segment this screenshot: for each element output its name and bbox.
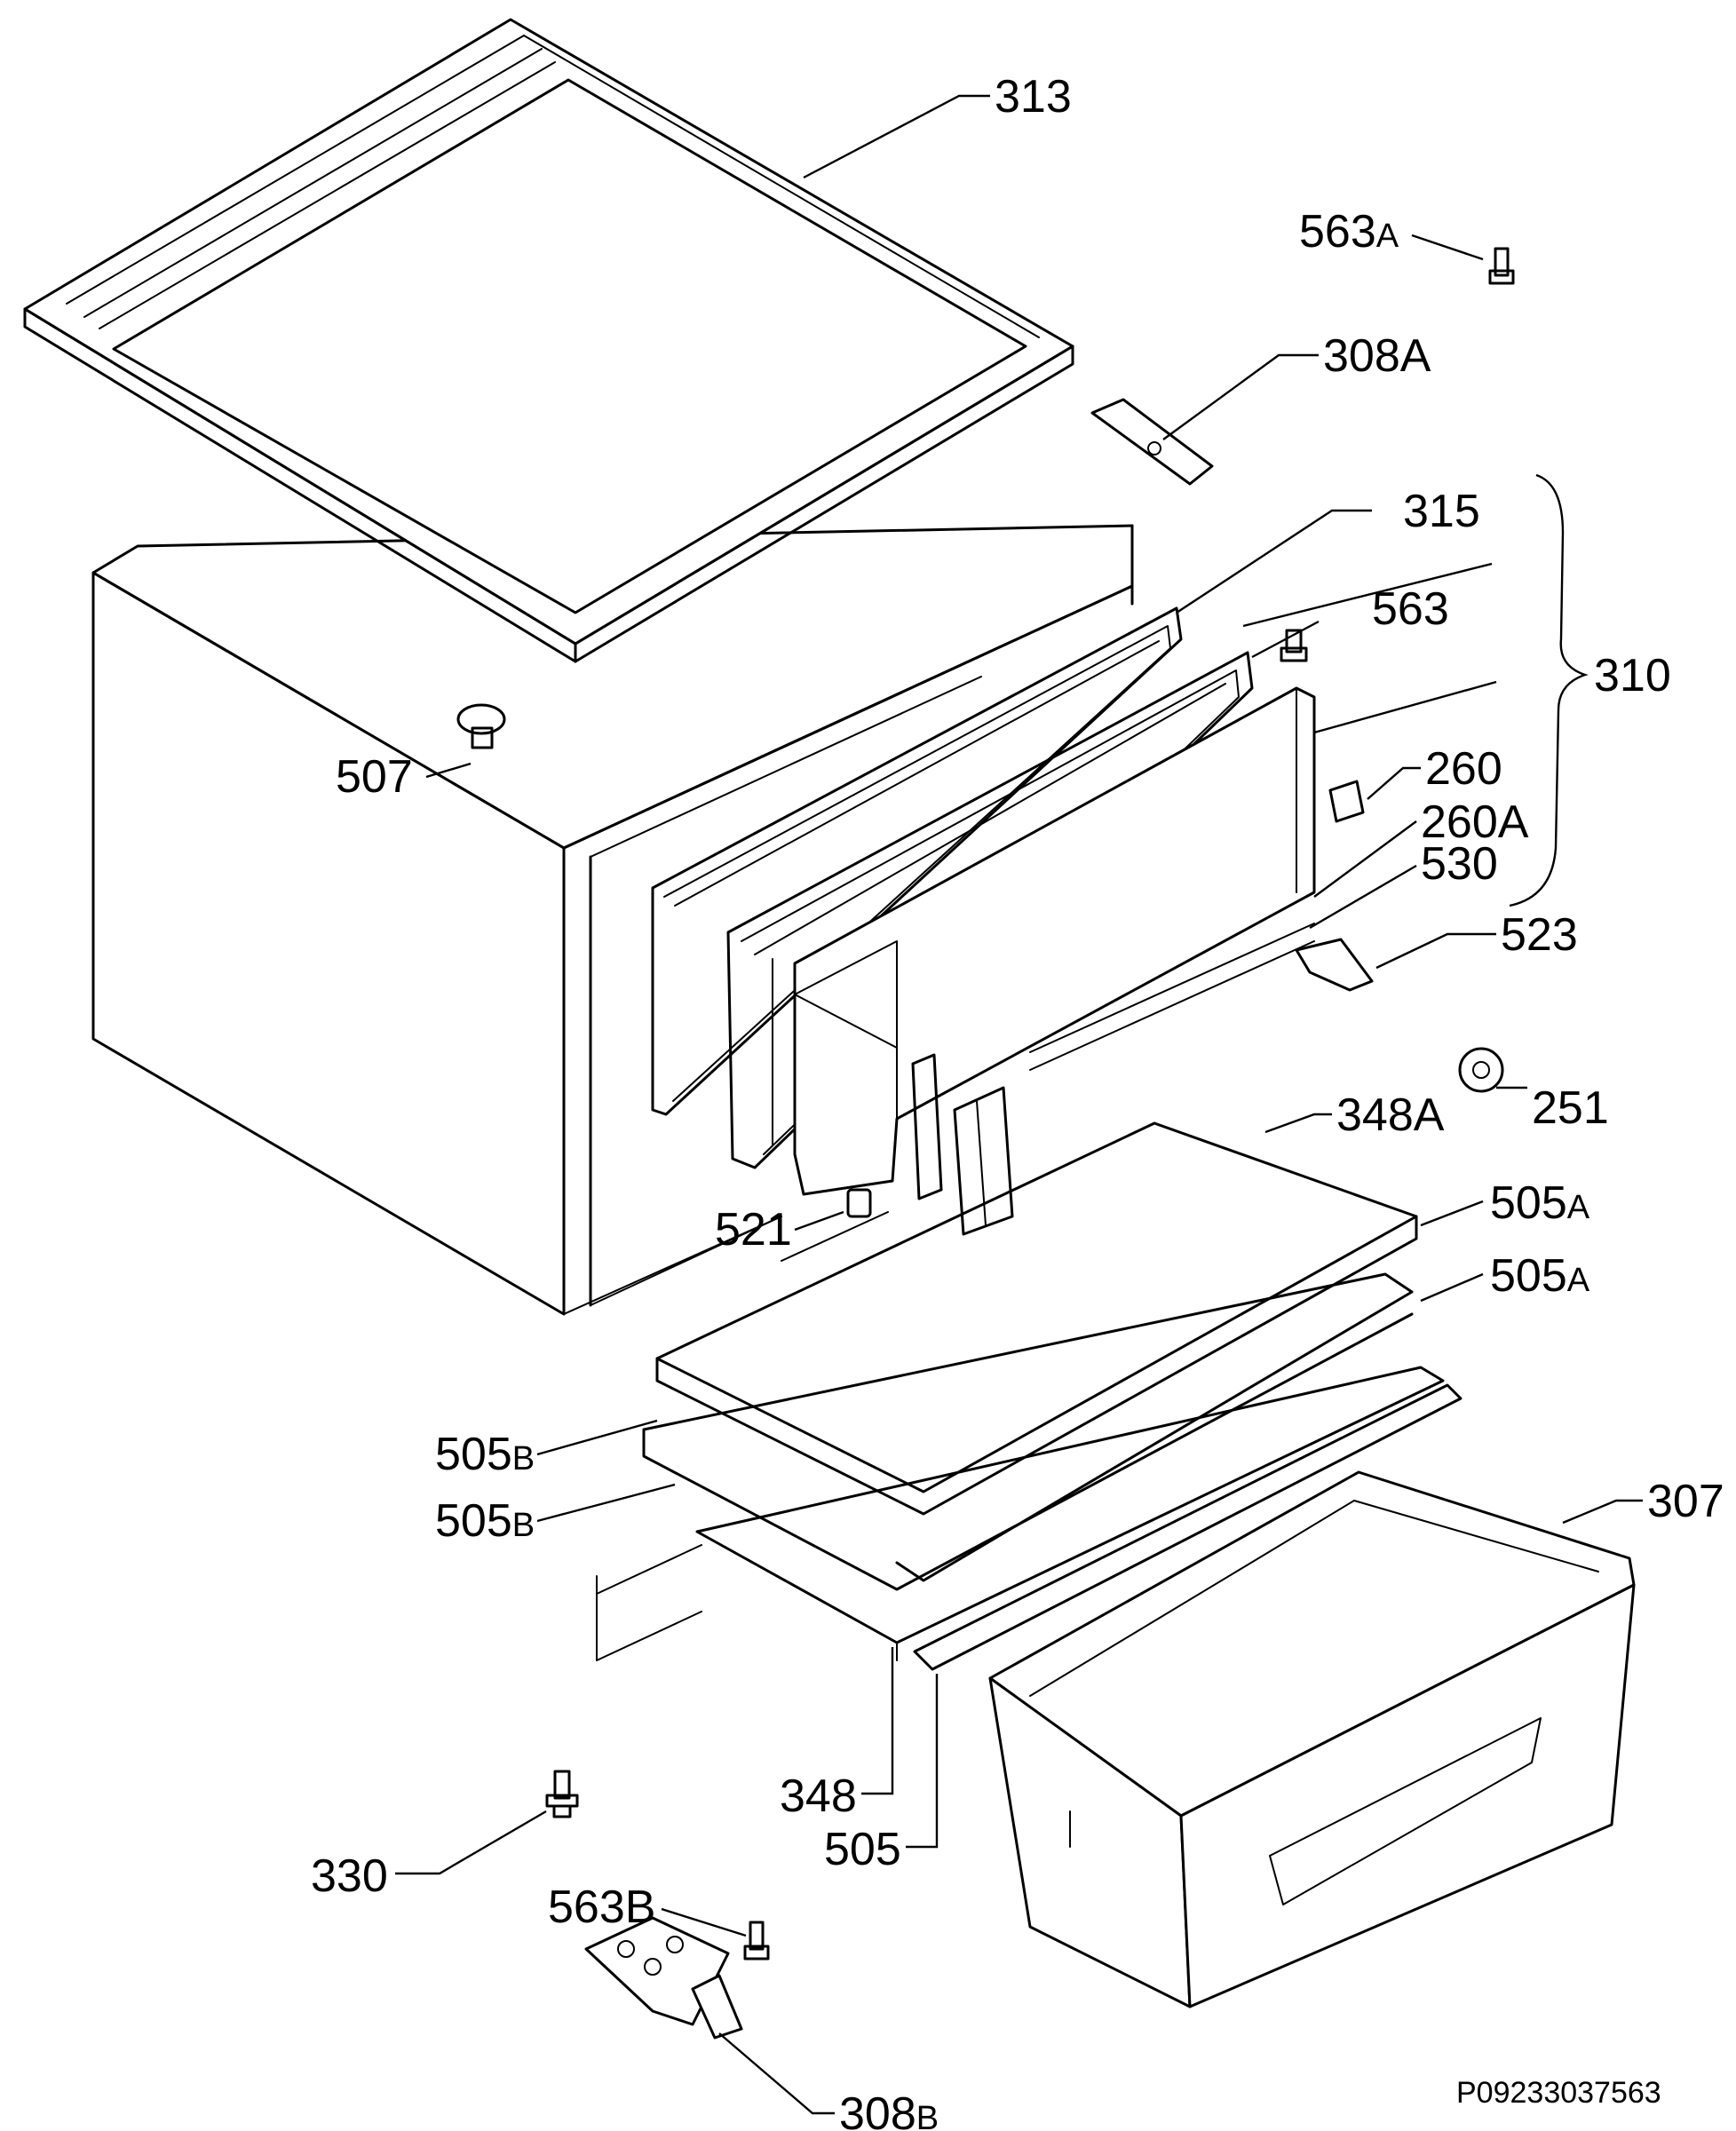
label-563: 563: [1372, 583, 1449, 635]
label-251: 251: [1532, 1082, 1609, 1134]
door-outer-panel: [793, 686, 1316, 1196]
label-307: 307: [1647, 1476, 1724, 1527]
label-315: 315: [1403, 486, 1480, 537]
clip-260: [1328, 780, 1365, 823]
label-330: 330: [311, 1850, 388, 1902]
glass-shelf-348A: [655, 923, 1418, 1516]
screw-563: [1280, 629, 1308, 662]
label-348: 348: [780, 1771, 857, 1822]
glass-shelf-348: [695, 1366, 1445, 1661]
pin-523: [1295, 938, 1374, 992]
label-348A: 348A: [1336, 1089, 1445, 1141]
label-313: 313: [995, 71, 1072, 123]
plug-507: [456, 703, 506, 749]
label-308A: 308A: [1323, 330, 1431, 382]
door-gasket-315: [651, 606, 1183, 1116]
top-cover: [23, 18, 1074, 663]
label-507: 507: [336, 751, 413, 803]
screw-563B: [743, 1921, 770, 1961]
label-505A-2: 505A: [1490, 1250, 1590, 1302]
label-310: 310: [1594, 650, 1671, 701]
hinge-308B: [584, 1916, 743, 2040]
label-260: 260: [1425, 743, 1502, 795]
label-563B: 563B: [548, 1881, 655, 1933]
shelf-frame-505A-2: [642, 1272, 1414, 1591]
reference-code: P09233037563: [1456, 2076, 1661, 2110]
label-505B-1: 505B: [435, 1429, 535, 1480]
shelf-trim-505: [913, 1383, 1463, 1671]
label-505A-1: 505A: [1490, 1177, 1590, 1229]
cabinet-body: [91, 524, 1134, 1661]
foot-330: [545, 1770, 579, 1818]
crisper-drawer: [988, 1470, 1636, 2008]
screw-563A: [1488, 247, 1515, 285]
label-505B-2: 505B: [435, 1495, 535, 1547]
knob-251: [1458, 1047, 1504, 1093]
label-530: 530: [1421, 838, 1498, 890]
part-521: [846, 1188, 872, 1218]
label-563A: 563A: [1299, 206, 1399, 257]
hinge-308A: [1090, 398, 1214, 486]
label-308B: 308B: [839, 2088, 939, 2131]
label-260A: 260A: [1421, 796, 1529, 848]
callouts: 313 563A 308A 315 563 310 260 260A 530 5…: [311, 71, 1724, 2131]
label-505: 505: [824, 1824, 901, 1875]
label-523: 523: [1501, 909, 1578, 961]
label-521: 521: [715, 1204, 792, 1256]
